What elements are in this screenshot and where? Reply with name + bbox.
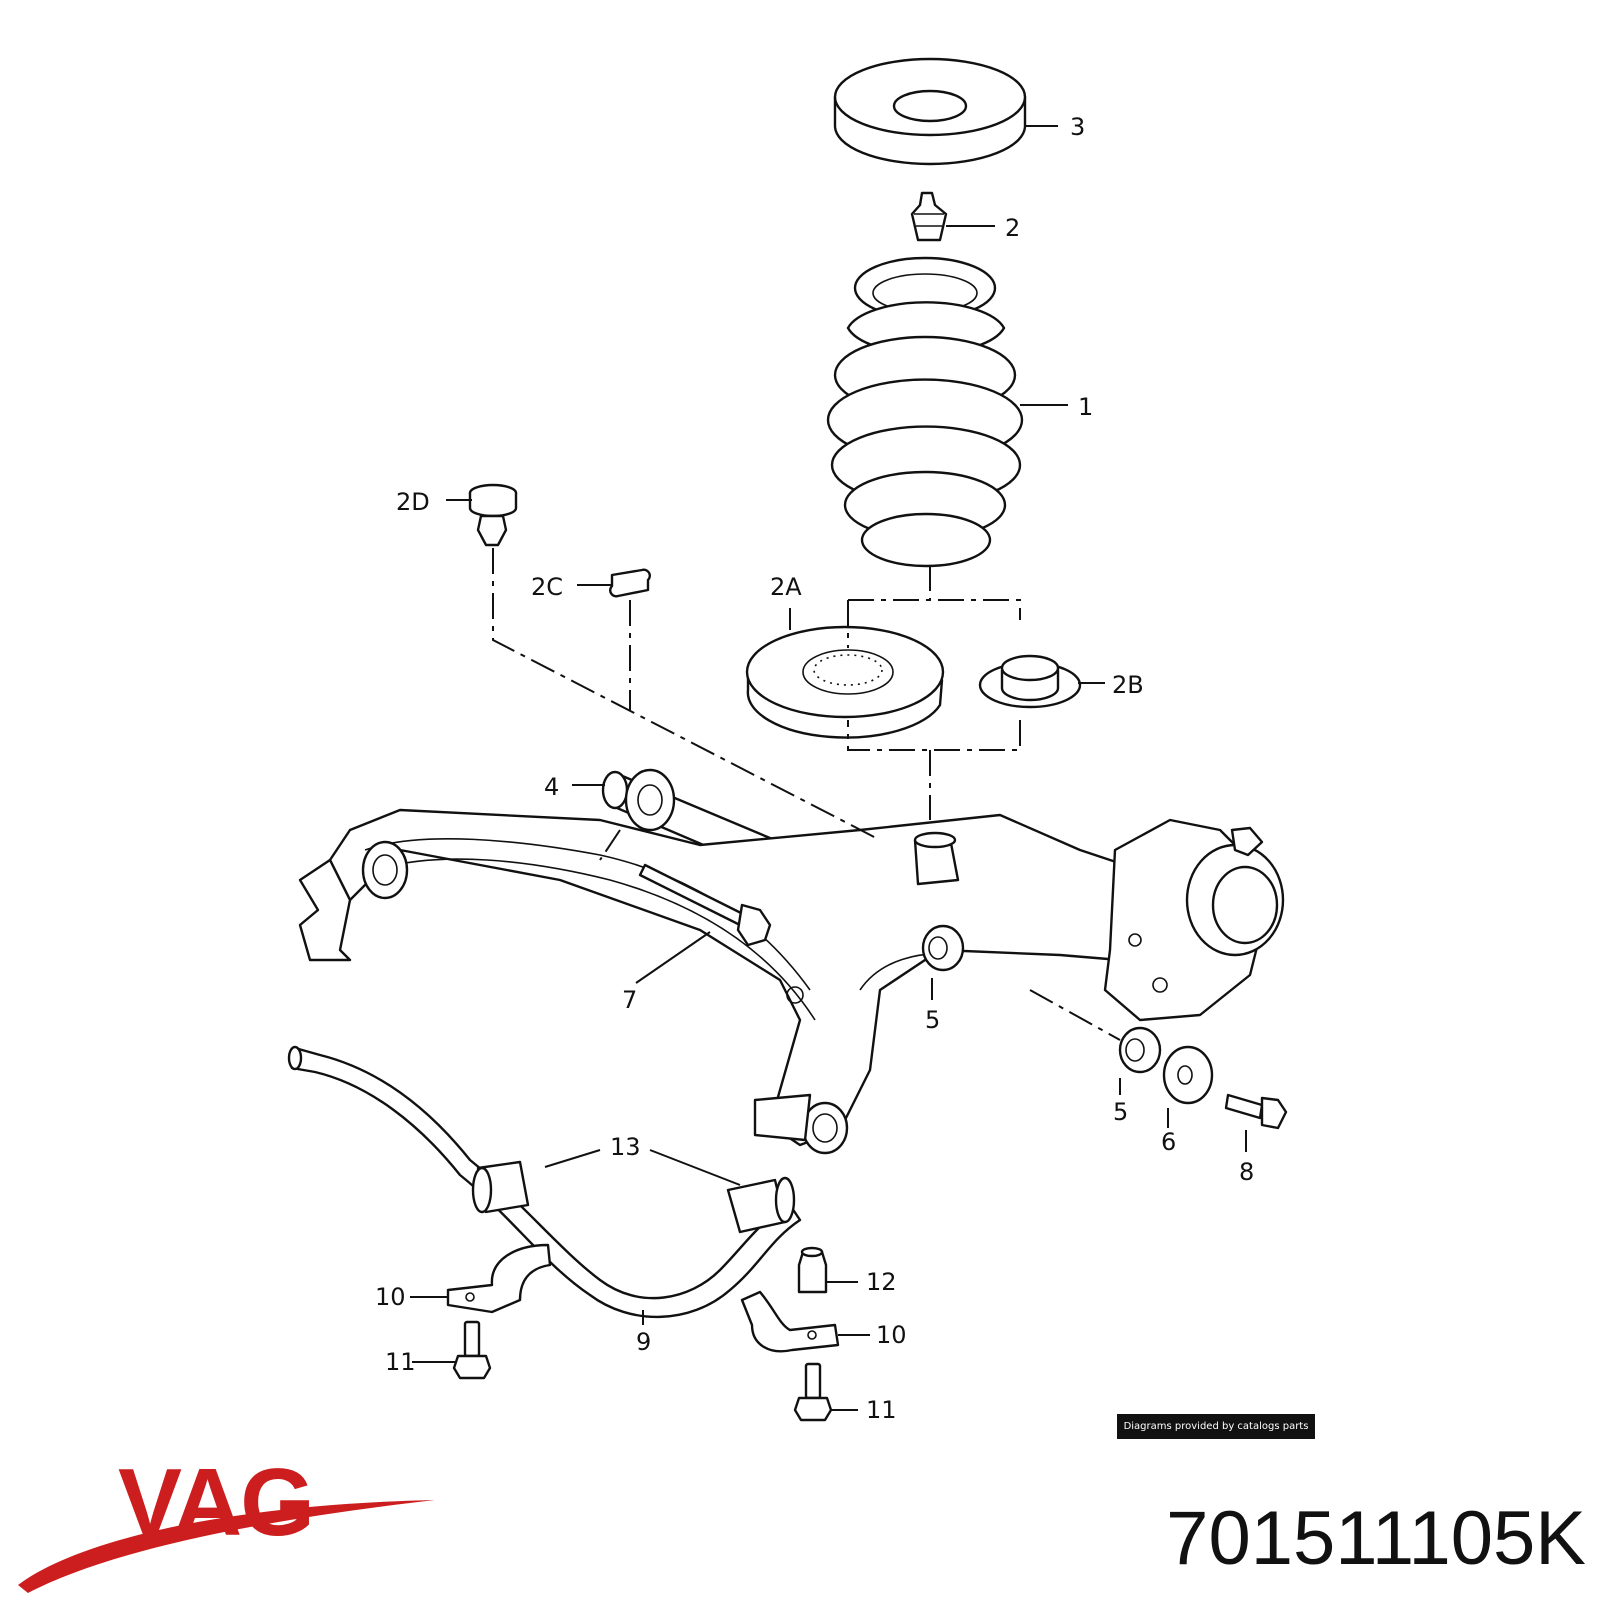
spring-top-pad-part-3	[833, 57, 1027, 166]
assembly-lines	[492, 548, 1121, 1041]
spring-seat-part-2A	[745, 625, 945, 739]
callout-11-right: 11	[866, 1396, 897, 1424]
bushing-part-5-upper	[921, 924, 965, 972]
callout-2A: 2A	[770, 573, 802, 601]
callout-2D: 2D	[396, 488, 430, 516]
bump-stop-part-2	[910, 191, 948, 242]
bushing-part-5-lower	[1118, 1026, 1162, 1074]
clamp-part-10-right	[740, 1290, 840, 1353]
callout-10-right: 10	[876, 1321, 907, 1349]
leader-lines	[410, 125, 1247, 1411]
rear-axle-beam-part-7	[298, 808, 1285, 1155]
part-number: 701511105K	[1166, 1496, 1586, 1581]
spring-seat-part-2B	[978, 654, 1082, 709]
callout-5-upper: 5	[925, 1006, 940, 1034]
callout-1: 1	[1078, 393, 1093, 421]
callout-13: 13	[610, 1133, 641, 1161]
nut-part-12	[797, 1246, 828, 1294]
callout-5-lower: 5	[1113, 1098, 1128, 1126]
stabilizer-bushing-part-13	[471, 1160, 796, 1234]
callout-11-left: 11	[385, 1348, 416, 1376]
callout-4: 4	[544, 773, 559, 801]
callout-10-left: 10	[375, 1283, 406, 1311]
brand-logo-text: VAG	[118, 1449, 315, 1556]
callout-2C: 2C	[531, 573, 563, 601]
callout-7: 7	[622, 986, 637, 1014]
callout-3: 3	[1070, 113, 1085, 141]
callout-6: 6	[1161, 1128, 1176, 1156]
callout-8: 8	[1239, 1158, 1254, 1186]
callout-2: 2	[1005, 214, 1020, 242]
bolt-part-11-left	[452, 1320, 492, 1380]
callout-12: 12	[866, 1268, 897, 1296]
coil-spring-part-1	[826, 256, 1024, 568]
stabilizer-bar-part-9	[287, 1045, 802, 1319]
bolt-part-11-right	[793, 1362, 833, 1422]
clamp-part-10-left	[446, 1243, 552, 1314]
callout-9: 9	[636, 1328, 651, 1356]
bolt-part-8	[1224, 1093, 1288, 1130]
grommet-part-2C	[609, 568, 651, 598]
callout-labels: 3 2 1 2D 2C 2A 2B 4 7 5 5 6 8 13 9 10 11…	[375, 113, 1254, 1424]
diagram-credit: Diagrams provided by catalogs parts	[1117, 1414, 1315, 1439]
clip-part-2D	[468, 483, 518, 547]
vag-logo-swoosh	[18, 1500, 435, 1593]
washer-part-6	[1162, 1045, 1214, 1105]
callout-2B: 2B	[1112, 671, 1144, 699]
